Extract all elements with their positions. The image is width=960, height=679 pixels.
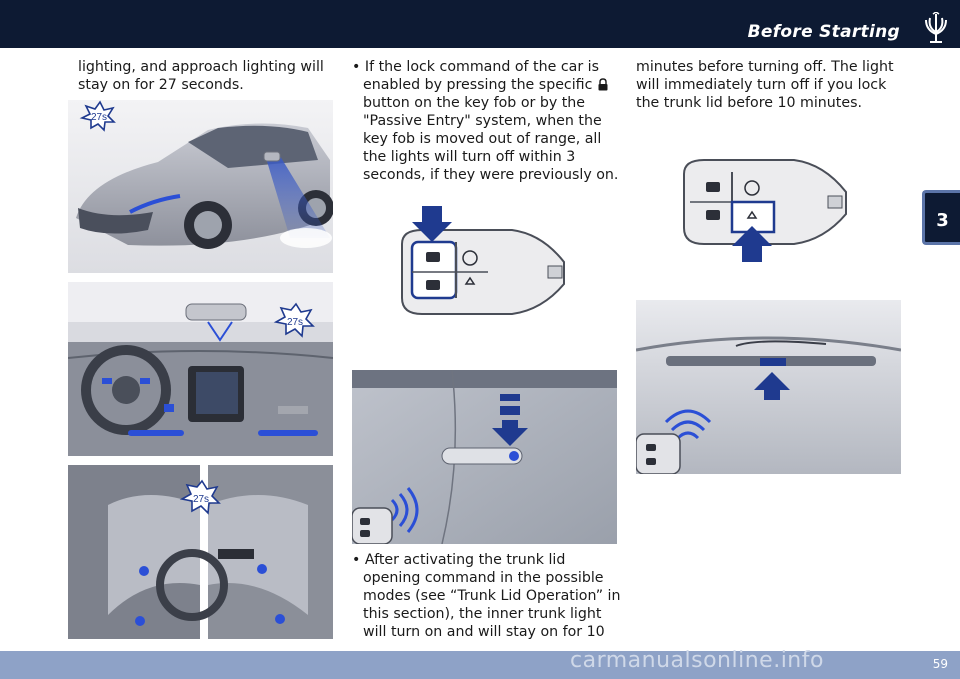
door-handle-passive-entry-image [352, 370, 617, 544]
section-title: Before Starting [747, 22, 900, 42]
col3-text: minutes before turning off. The light wi… [636, 59, 894, 111]
car-27s-badge: 27s [91, 112, 107, 123]
key-fob-trunk-image [636, 118, 901, 292]
bullet2-text: After activating the trunk lid opening c… [363, 552, 621, 640]
page-footer: 59 [0, 651, 960, 679]
trunk-light-image [636, 300, 901, 474]
doors-27s-badge: 27s [193, 494, 209, 505]
col2-bullet2: • After activating the trunk lid opening… [352, 552, 621, 640]
dashboard-lighting-image: 27s [68, 282, 333, 456]
lock-icon [598, 78, 608, 91]
page-header: Before Starting [0, 0, 960, 48]
bullet1-part1: If the lock command of the car is enable… [363, 59, 599, 93]
key-fob-lock-image [352, 186, 617, 360]
trident-logo-icon [925, 12, 947, 43]
door-lighting-image: 27s [68, 465, 333, 639]
watermark-text: carmanualsonline.info [570, 648, 824, 673]
dash-27s-badge: 27s [287, 317, 303, 328]
car-approach-lighting-image: 27s [68, 100, 333, 273]
chapter-tab[interactable]: 3 [922, 190, 960, 245]
col1-text: lighting, and approach lighting will sta… [78, 59, 324, 93]
page-number: 59 [932, 657, 948, 671]
bullet1-part2: button on the key fob or by the "Passive… [363, 95, 619, 183]
col2-bullet1: • If the lock command of the car is enab… [352, 59, 619, 183]
